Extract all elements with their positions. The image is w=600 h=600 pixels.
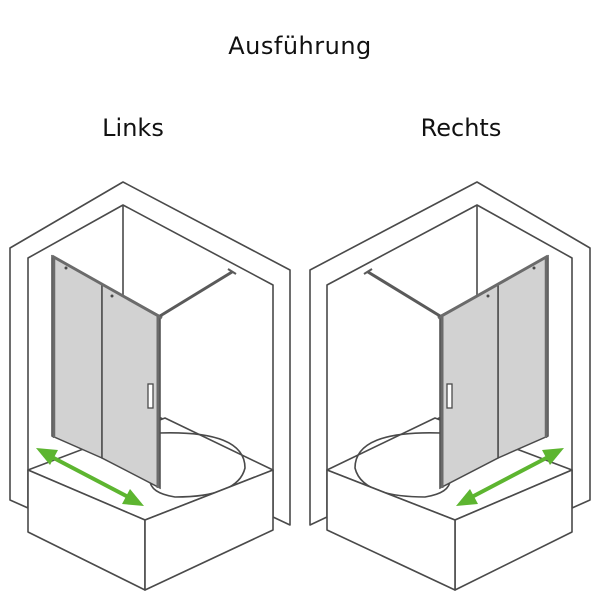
shower-screen-left [51, 254, 237, 490]
shower-screen-right [363, 254, 549, 490]
bathtub-basin [354, 431, 451, 498]
door-handle [147, 383, 154, 409]
variant-label-right: Rechts [420, 114, 502, 142]
bathtub-side [326, 469, 456, 591]
bathtub-basin [149, 431, 246, 498]
sliding-direction-arrow-left [36, 448, 144, 506]
variant-label-left: Links [102, 114, 164, 142]
stabilizer-bar [159, 270, 233, 318]
bathtub-diagram-left [9, 181, 291, 591]
glass-panel-back [51, 254, 103, 460]
bathtub-side [144, 469, 274, 591]
top-rail [51, 254, 163, 320]
bathtub-diagram-right [309, 181, 591, 591]
wall-outline [9, 181, 291, 526]
wall-outline [309, 181, 591, 526]
page-title: Ausführung [228, 32, 372, 60]
sliding-direction-arrow-right [456, 448, 564, 506]
